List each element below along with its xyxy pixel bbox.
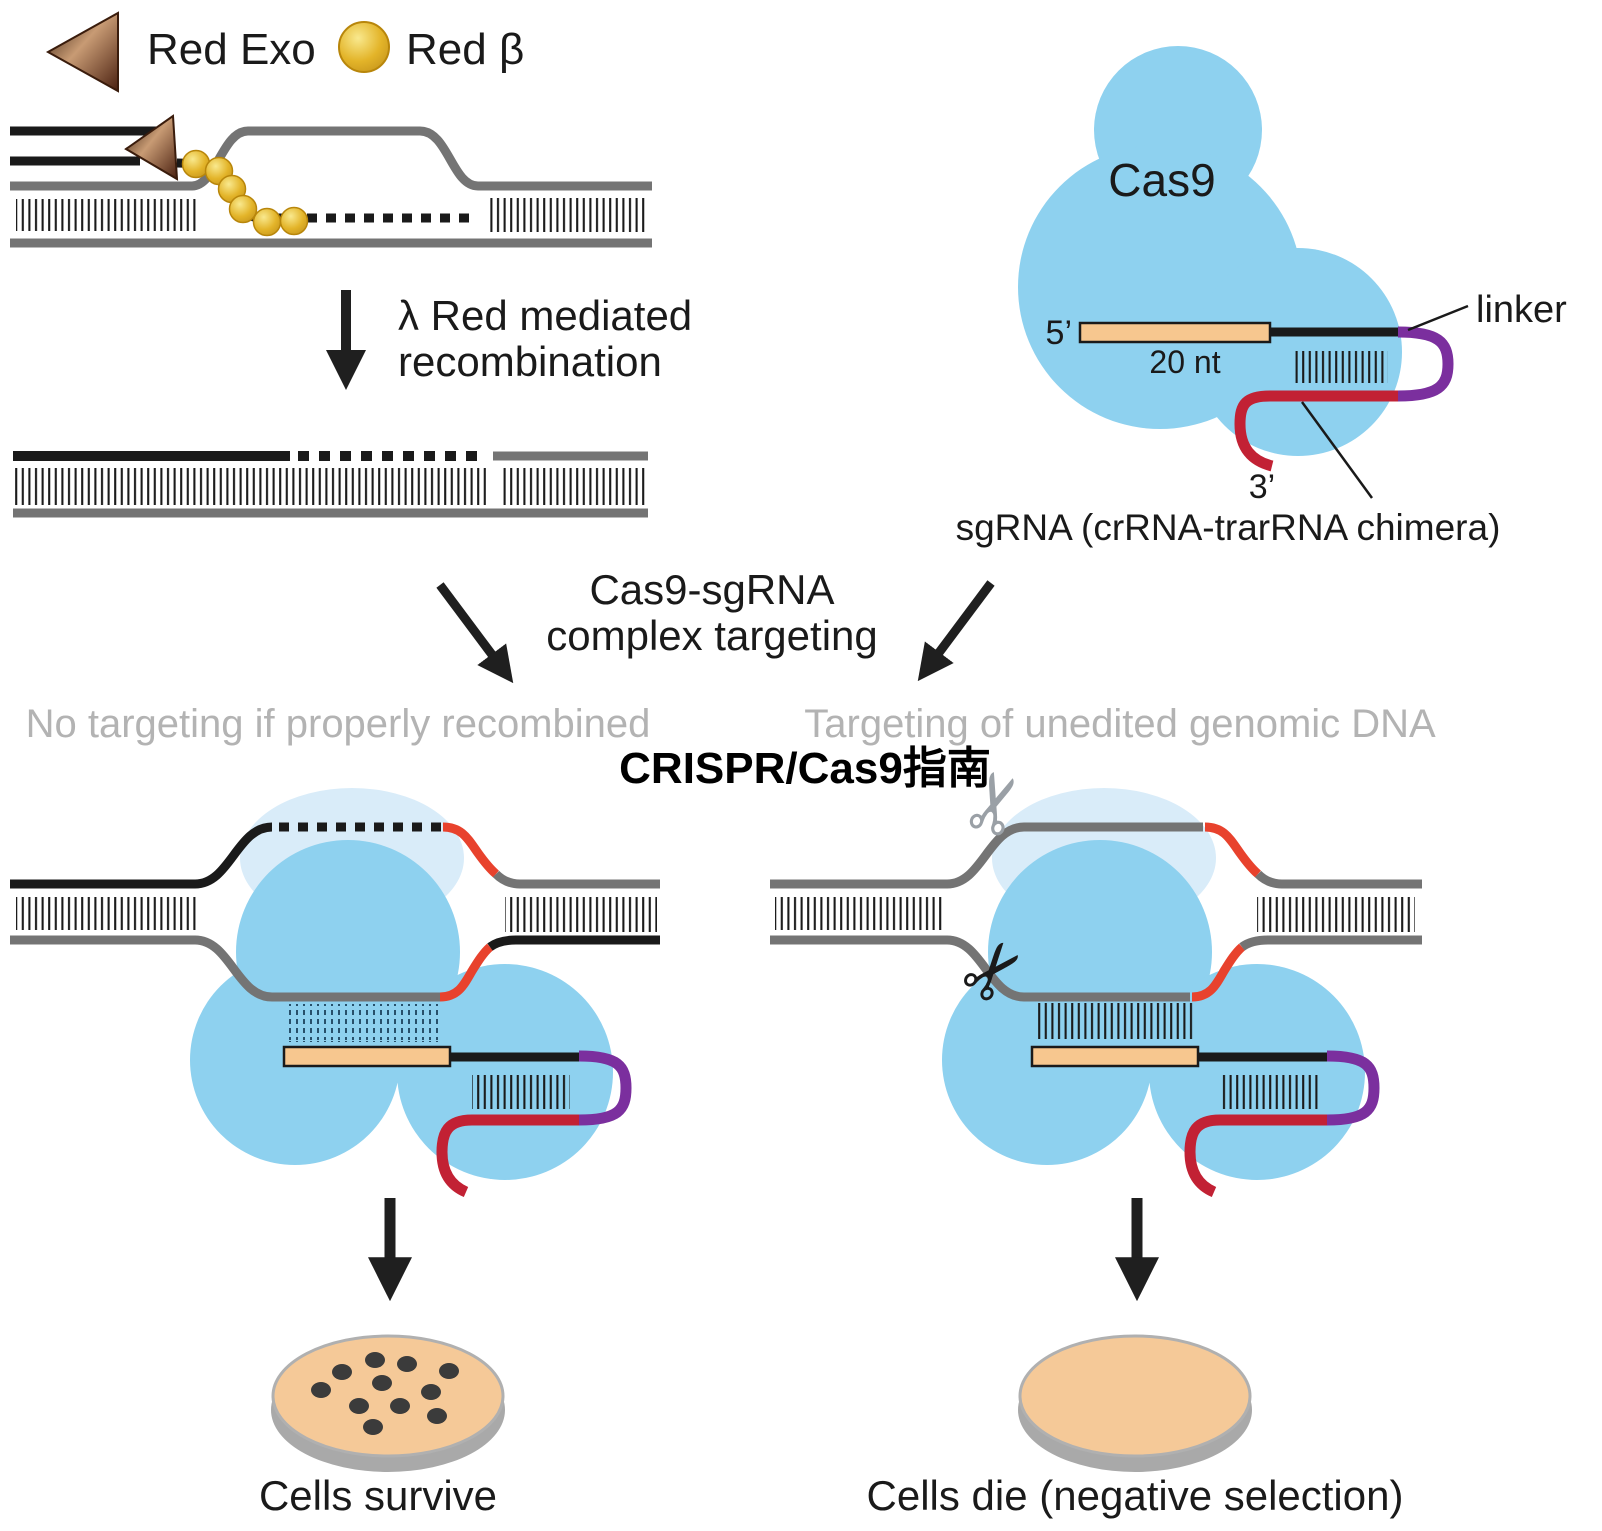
petri-dish-survive	[271, 1334, 505, 1472]
sgrna-linker-loop	[1397, 326, 1454, 402]
targeting-step: Cas9-sgRNA complex targeting	[436, 566, 995, 684]
displaced-red-segment	[439, 943, 494, 1002]
basepair-hatch-right	[488, 198, 646, 232]
legend: Red Exo Red β	[45, 11, 524, 93]
basepair-hatch-end	[502, 468, 646, 505]
linker-pointer-line	[1407, 304, 1469, 332]
matched-basepair-hatch	[1035, 1003, 1193, 1039]
displaced-strand-gray	[770, 935, 1190, 1002]
lambda-label-line2: recombination	[398, 338, 662, 385]
lambda-red-step: λ Red mediated recombination	[326, 290, 692, 390]
target-red-segment	[1204, 822, 1262, 878]
cas9-label: Cas9	[1108, 154, 1215, 206]
basepair-hatch-right	[1257, 897, 1415, 932]
edited-red-segment	[442, 822, 500, 878]
sgrna-red-strand	[436, 1114, 579, 1198]
genomic-strand-gray	[770, 822, 1203, 889]
genomic-strand-black	[10, 822, 273, 889]
targeting-label-line2: complex targeting	[546, 612, 878, 659]
spacer-20nt-box	[282, 1045, 452, 1068]
genomic-strand-gray-right	[1254, 870, 1422, 889]
sgrna-caption: sgRNA (crRNA-trarRNA chimera)	[956, 507, 1501, 548]
red-beta-icon	[338, 21, 390, 73]
left-panel-header: No targeting if properly recombined	[26, 702, 651, 746]
five-prime-label: 5’	[1046, 314, 1072, 352]
red-exo-icon	[45, 11, 119, 93]
left-cas9-complex	[10, 788, 660, 1198]
basepair-hatch-left	[16, 897, 196, 930]
lambda-label-line1: λ Red mediated	[398, 292, 692, 339]
legend-red-beta-label: Red β	[406, 25, 524, 74]
arrow-diagonal-right-icon	[917, 580, 995, 682]
spacer-20nt-box	[1078, 321, 1272, 344]
displaced-strand-gray-right	[1239, 935, 1422, 951]
right-outcome-label: Cells die (negative selection)	[867, 1472, 1404, 1519]
right-cas9-complex: ✂ ✂	[770, 758, 1422, 1198]
basepair-hatch-left	[775, 897, 943, 930]
sgrna-linker-loop	[1326, 1050, 1380, 1126]
target-red-segment-bottom	[1191, 943, 1246, 1002]
genomic-strand-gray	[492, 870, 660, 889]
displaced-strand-black	[487, 935, 660, 951]
right-panel-header: Targeting of unedited genomic DNA	[804, 702, 1436, 746]
sgrna-pointer-line	[1300, 401, 1374, 499]
linker-label: linker	[1476, 289, 1567, 331]
colonies	[311, 1352, 459, 1435]
displaced-strand-gray	[10, 935, 440, 1002]
sgrna-duplex-hatch	[472, 1075, 570, 1109]
sgrna-red-strand	[1184, 1114, 1327, 1198]
sgrna-duplex-hatch	[1292, 351, 1388, 383]
sgrna-duplex-hatch	[1220, 1075, 1318, 1109]
left-outcome-label: Cells survive	[259, 1472, 497, 1519]
basepair-hatch-main	[14, 468, 486, 505]
sgrna-red-strand	[1234, 390, 1398, 472]
legend-red-exo-label: Red Exo	[147, 25, 316, 74]
recombined-dna-diagram	[13, 451, 648, 518]
mismatch-dashed-hatch	[288, 1004, 440, 1042]
sgrna-linker-loop	[578, 1050, 632, 1126]
basepair-hatch-right	[505, 897, 657, 932]
three-prime-label: 3’	[1249, 468, 1275, 506]
basepair-hatch-left	[16, 199, 198, 231]
petri-dish-die	[1018, 1334, 1252, 1472]
page-title: CRISPR/Cas9指南	[619, 744, 991, 793]
spacer-20nt-box	[1030, 1045, 1200, 1068]
red-beta-beads	[181, 149, 309, 237]
spacer-length-label: 20 nt	[1149, 344, 1220, 380]
arrow-diagonal-left-icon	[436, 582, 514, 684]
recombination-intermediate-diagram	[10, 114, 652, 248]
red-exo-triangle-icon	[124, 114, 179, 181]
targeting-label-line1: Cas9-sgRNA	[589, 566, 834, 613]
cas9-sgrna-diagram: Cas9 5’ 20 nt 3’ linker sgRNA (crRNA-tra…	[956, 46, 1567, 548]
